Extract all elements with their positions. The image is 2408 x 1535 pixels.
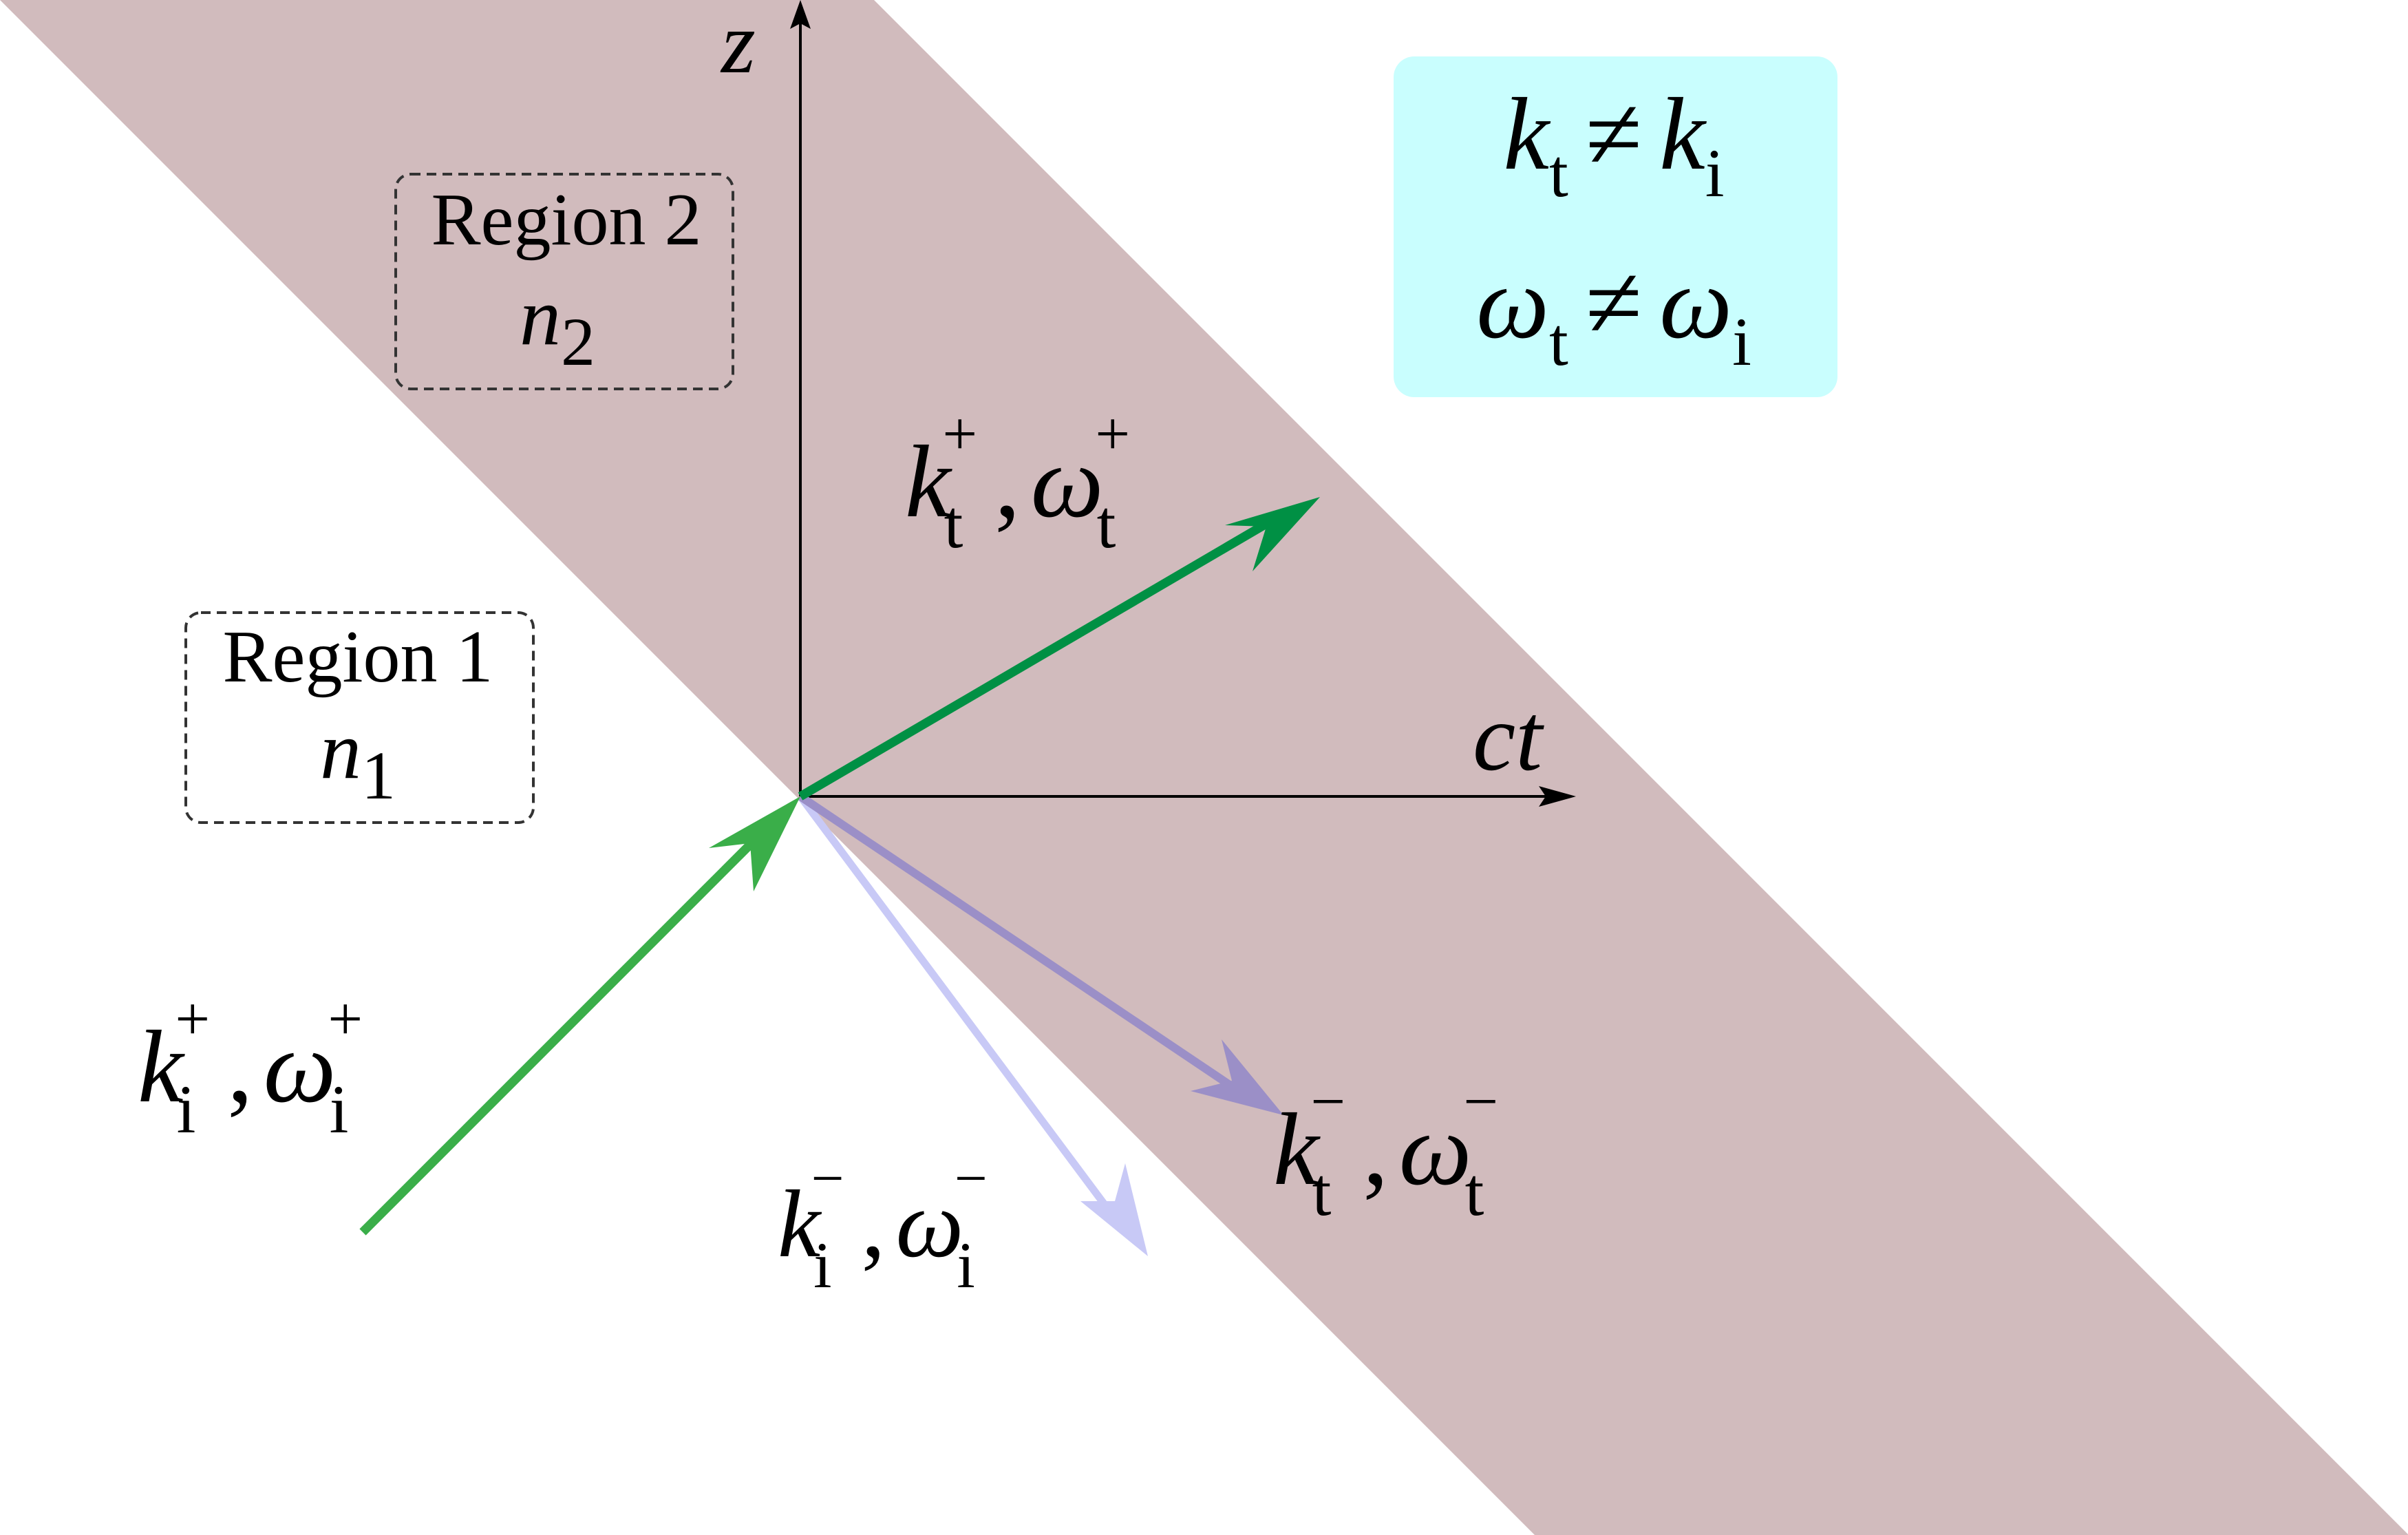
condition-box: kt≠ki ωt≠ωi [1394,56,1837,397]
incident-forward-arrow [359,796,800,1236]
transmitted-forward-arrow [798,497,1320,801]
region-2-index: n2 [520,271,595,380]
region-1-label: Region 1 [223,616,493,698]
transmitted-backward-label: kt−,ωt− [1273,1068,1498,1230]
incident-forward-label: ki+,ωi+ [138,985,363,1147]
condition-k: kt≠ki [1503,77,1724,211]
transmitted-forward-label: kt+,ωt+ [905,400,1130,562]
condition-omega: ωt≠ωi [1476,246,1751,380]
ct-axis-arrowhead [1539,786,1576,807]
region-1-index: n1 [320,704,396,814]
region-2-label: Region 2 [431,179,702,261]
incident-backward-arrow [797,794,1148,1256]
region-2-box: Region 2 n2 [394,173,734,390]
ct-axis-label: ct [1473,684,1544,791]
axes: z ct [720,0,1576,807]
incident-backward-label: ki−,ωi− [778,1146,988,1302]
transmitted-backward-arrow [798,793,1283,1115]
z-axis-arrowhead [790,0,811,29]
z-axis-label: z [720,0,756,92]
region-1-box: Region 1 n1 [184,611,535,824]
